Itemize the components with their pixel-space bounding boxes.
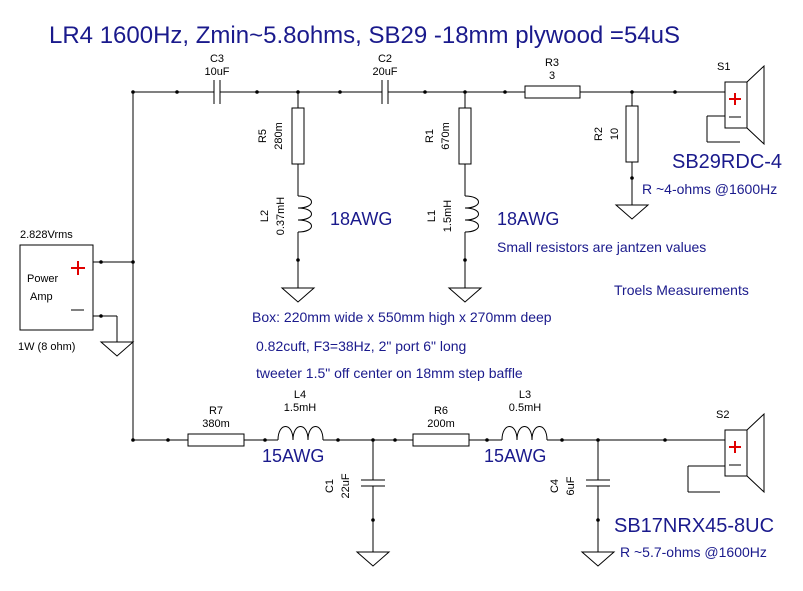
r1-ref: R1 [424, 129, 436, 143]
ground-symbol [614, 204, 650, 220]
s2-impedance: R ~5.7-ohms @1600Hz [620, 544, 767, 560]
r6-value: 200m [427, 418, 455, 430]
amp-label-line1: Power [27, 273, 59, 285]
schematic-title: LR4 1600Hz, Zmin~5.8ohms, SB29 -18mm ply… [49, 22, 680, 49]
shunt-c1: C1 22uF [324, 440, 391, 567]
r6-ref: R6 [434, 405, 448, 417]
note-tweeter: tweeter 1.5" off center on 18mm step baf… [256, 365, 523, 381]
s2-model: SB17NRX45-8UC [614, 515, 774, 537]
note-volume: 0.82cuft, F3=38Hz, 2" port 6" long [256, 338, 466, 354]
resistor-r3[interactable]: R3 3 [524, 57, 581, 99]
r5-value: 280m [273, 122, 285, 150]
c2-value: 20uF [372, 66, 397, 78]
c1-value: 22uF [340, 473, 352, 498]
note-measurements: Troels Measurements [614, 282, 749, 298]
c3-value: 10uF [204, 66, 229, 78]
source-power: 1W (8 ohm) [18, 341, 75, 353]
l2-value: 0.37mH [275, 197, 287, 236]
power-amp-source[interactable]: Power Amp 2.828Vrms 1W (8 ohm) [18, 229, 94, 353]
c4-ref: C4 [549, 479, 561, 493]
junction-dots [99, 90, 677, 522]
capacitor-c2[interactable]: C2 20uF [368, 53, 402, 104]
amp-label-line2: Amp [30, 291, 53, 303]
c3-ref: C3 [210, 53, 224, 65]
c4-value: 6uF [565, 476, 577, 495]
note-jantzen: Small resistors are jantzen values [497, 239, 706, 255]
ground-symbol [447, 287, 483, 303]
c2-ref: C2 [378, 53, 392, 65]
l1-ref: L1 [426, 210, 438, 222]
s1-ref: S1 [717, 61, 730, 73]
inductor-l1[interactable]: L1 1.5mH [426, 195, 479, 233]
r3-ref: R3 [545, 57, 559, 69]
shunt-r2: R2 10 [593, 92, 650, 220]
tweeter-branch: C3 10uF C2 20uF R3 3 R5 280m [133, 53, 782, 303]
l2-ref: L2 [259, 210, 271, 222]
l3-value: 0.5mH [509, 402, 541, 414]
woofer-branch: R7 380m L4 1.5mH 15AWG R6 200m L3 0.5mH … [133, 389, 774, 567]
resistor-r1[interactable]: R1 670m [424, 107, 472, 165]
l4-value: 1.5mH [284, 402, 316, 414]
resistor-r2[interactable]: R2 10 [593, 105, 639, 163]
c1-ref: C1 [324, 479, 336, 493]
l3-ref: L3 [519, 389, 531, 401]
r3-value: 3 [549, 70, 555, 82]
capacitor-c3[interactable]: C3 10uF [200, 53, 234, 104]
resistor-r5[interactable]: R5 280m [257, 107, 305, 165]
ground-symbol [99, 341, 135, 357]
ground-symbol [580, 551, 616, 567]
l2-wire-gauge: 18AWG [330, 209, 392, 229]
speaker-s1[interactable]: S1 [706, 61, 765, 146]
ground-symbol [355, 551, 391, 567]
resistor-r6[interactable]: R6 200m [412, 405, 470, 447]
resistor-r7[interactable]: R7 380m [187, 405, 245, 447]
shunt-r1-l1: R1 670m L1 1.5mH [424, 92, 483, 303]
shunt-r5-l2: R5 280m L2 0.37mH [257, 92, 316, 303]
s2-ref: S2 [716, 409, 729, 421]
shunt-c4: C4 6uF [549, 440, 616, 567]
s1-impedance: R ~4-ohms @1600Hz [642, 181, 777, 197]
l4-ref: L4 [294, 389, 306, 401]
capacitor-c1[interactable]: C1 22uF [324, 473, 385, 499]
ground-symbol [280, 287, 316, 303]
l3-wire-gauge: 15AWG [484, 446, 546, 466]
inductor-l3[interactable]: L3 0.5mH [501, 389, 548, 441]
l1-wire-gauge: 18AWG [497, 209, 559, 229]
r2-ref: R2 [593, 127, 605, 141]
capacitor-c4[interactable]: C4 6uF [549, 476, 610, 495]
r7-value: 380m [202, 418, 230, 430]
s1-model: SB29RDC-4 [672, 151, 782, 173]
r1-value: 670m [440, 122, 452, 150]
speaker-s2[interactable]: S2 [687, 409, 765, 494]
r5-ref: R5 [257, 129, 269, 143]
r7-ref: R7 [209, 405, 223, 417]
l1-value: 1.5mH [442, 200, 454, 232]
note-box: Box: 220mm wide x 550mm high x 270mm dee… [252, 309, 552, 325]
l4-wire-gauge: 15AWG [262, 446, 324, 466]
source-voltage: 2.828Vrms [20, 229, 73, 241]
r2-value: 10 [609, 128, 621, 140]
inductor-l2[interactable]: L2 0.37mH [259, 195, 312, 236]
inductor-l4[interactable]: L4 1.5mH [277, 389, 324, 441]
